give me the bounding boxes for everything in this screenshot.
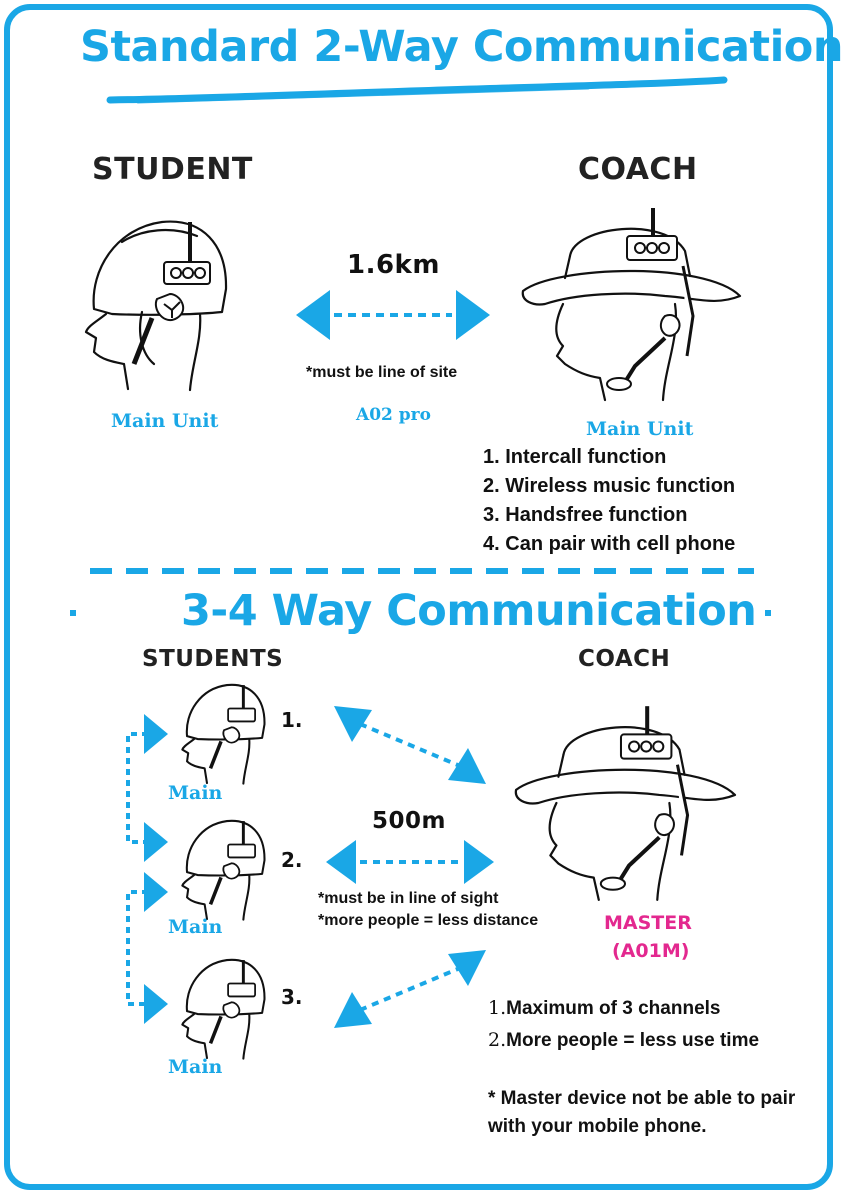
- bullet-dot-left: [70, 610, 76, 616]
- section-divider: [90, 568, 754, 574]
- more-people-note: *more people = less distance: [318, 912, 539, 929]
- section2-title: 3-4 Way Communication: [181, 586, 757, 636]
- student-main-label-2: Main: [168, 916, 223, 938]
- arrow-student1-coach: [334, 706, 486, 784]
- feature-list: 1. Intercall function 2. Wireless music …: [483, 446, 735, 562]
- master-footnote-line2: with your mobile phone.: [488, 1116, 707, 1137]
- student-number-2: 2.: [281, 848, 303, 872]
- arrow-student2-coach: [326, 840, 494, 884]
- master-label: MASTER: [604, 912, 692, 934]
- limit-item: 1.Maximum of 3 channels: [488, 997, 759, 1029]
- page-frame: [4, 4, 833, 1190]
- coach-main-unit-label: Main Unit: [586, 418, 694, 440]
- master-coach-illustration: [514, 706, 737, 901]
- feature-text: Intercall function: [505, 446, 667, 468]
- student-helmet-1: [181, 683, 266, 785]
- feature-number: 4.: [483, 533, 500, 555]
- coach-heading: COACH: [578, 152, 698, 187]
- limit-number: 2.: [488, 1029, 507, 1051]
- feature-number: 1.: [483, 446, 500, 468]
- line-of-sight-note: *must be in line of sight: [318, 890, 499, 907]
- student-main-label-1: Main: [168, 782, 223, 804]
- limit-text: Maximum of 3 channels: [506, 998, 721, 1019]
- double-arrow-2way: [296, 290, 490, 340]
- limit-text: More people = less use time: [506, 1030, 760, 1051]
- student-number-1: 1.: [281, 708, 303, 732]
- student-heading: STUDENT: [92, 152, 253, 187]
- section1-title: Standard 2-Way Communication: [80, 22, 843, 72]
- model-label: A02 pro: [356, 405, 431, 425]
- master-footnote-line1: * Master device not be able to pair: [488, 1088, 796, 1109]
- limits-list: 1.Maximum of 3 channels 2.More people = …: [488, 997, 759, 1061]
- students-heading: STUDENTS: [142, 646, 284, 672]
- feature-item: 1. Intercall function: [483, 446, 735, 475]
- feature-number: 3.: [483, 504, 500, 526]
- arrow-student3-coach: [334, 950, 486, 1028]
- bullet-dot-right: [765, 610, 771, 616]
- master-model-label: (A01M): [612, 940, 690, 962]
- feature-item: 4. Can pair with cell phone: [483, 533, 735, 562]
- feature-item: 2. Wireless music function: [483, 475, 735, 504]
- coach-hat-illustration: [521, 208, 742, 402]
- feature-number: 2.: [483, 475, 500, 497]
- line-of-site-note: *must be line of site: [306, 364, 458, 381]
- feature-text: Can pair with cell phone: [505, 533, 736, 555]
- distance-1-6km: 1.6km: [347, 250, 440, 280]
- student-number-3: 3.: [281, 985, 303, 1009]
- student-helmet-illustration: [84, 220, 228, 392]
- feature-text: Wireless music function: [505, 475, 736, 497]
- student-helmet-2: [181, 819, 266, 921]
- coach-heading-2: COACH: [578, 646, 671, 672]
- limit-item: 2.More people = less use time: [488, 1029, 759, 1061]
- limit-number: 1.: [488, 997, 507, 1019]
- student-main-label-3: Main: [168, 1056, 223, 1078]
- distance-500m: 500m: [372, 808, 446, 834]
- student-main-unit-label: Main Unit: [111, 410, 219, 432]
- student-helmet-3: [181, 958, 266, 1060]
- feature-item: 3. Handsfree function: [483, 504, 735, 533]
- title-underline: [106, 76, 728, 104]
- feature-text: Handsfree function: [505, 504, 688, 526]
- student-link-arrows: [126, 714, 168, 1024]
